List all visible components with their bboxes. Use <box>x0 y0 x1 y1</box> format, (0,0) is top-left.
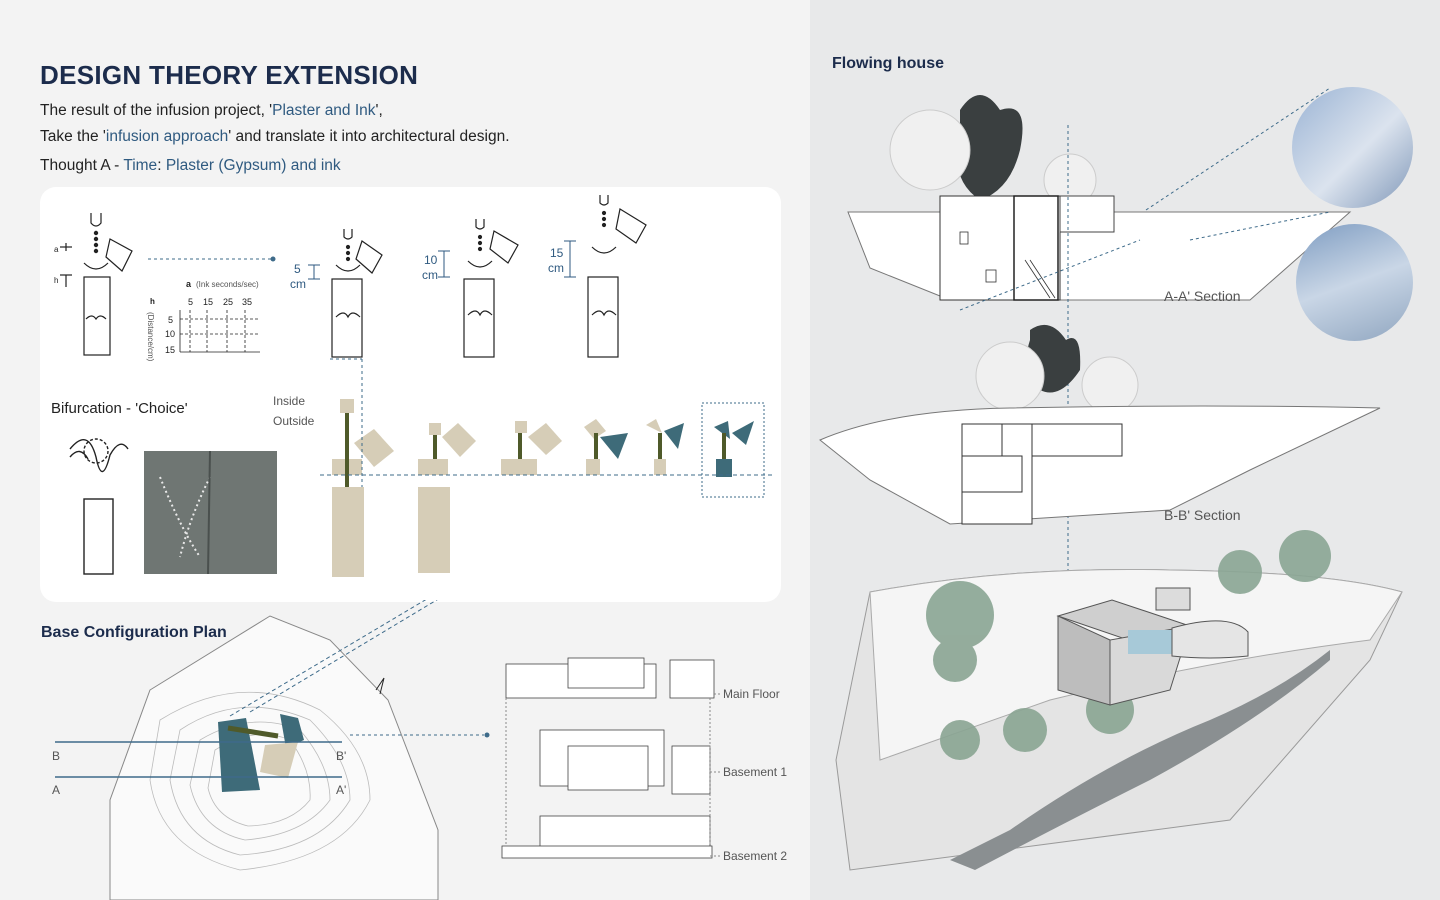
ink-traces <box>159 476 211 558</box>
north-arrow-icon <box>375 677 385 695</box>
building-plan <box>218 718 260 792</box>
intro-line-3: Thought A - Time: Plaster (Gypsum) and i… <box>40 157 341 175</box>
flowing-house-title: Flowing house <box>832 55 944 72</box>
label-a: a <box>54 245 59 254</box>
bifurcation-sketch <box>69 438 129 575</box>
step-value: 15 <box>550 246 564 260</box>
right-panel: Flowing house A-A' Section <box>810 0 1440 900</box>
site-model <box>835 530 1403 871</box>
table-row: 15 <box>165 345 175 355</box>
intro-text: Thought A - <box>40 157 124 174</box>
step-value: 5 <box>294 262 301 276</box>
section-b-label: B-B' Section <box>1164 507 1241 523</box>
connector-dot <box>270 256 276 262</box>
step-unit: cm <box>422 268 438 282</box>
section-a-label: A-A' Section <box>1164 288 1241 304</box>
section-a <box>847 95 1352 301</box>
exploded-axon: Main Floor Basement 1 Basement 2 <box>501 657 787 863</box>
highlight-gypsum: Plaster (Gypsum) and ink <box>165 157 341 174</box>
section-label: B <box>52 749 60 763</box>
section-label: A' <box>336 783 346 797</box>
step-unit: cm <box>548 261 564 275</box>
mass-evolution <box>332 399 754 577</box>
step-dimensions <box>308 240 576 280</box>
section-lines <box>55 741 342 778</box>
highlight-time: Time <box>123 157 158 174</box>
intro-text: ', <box>375 102 383 119</box>
step-value: 10 <box>424 253 438 267</box>
experiment-diagram: a h a (Ink seconds/sec) 5 15 25 35 h 5 1… <box>51 195 772 577</box>
level-label: Basement 1 <box>723 765 787 779</box>
plan-title: Base Configuration Plan <box>41 624 227 641</box>
interior-view-2 <box>1296 224 1413 341</box>
table-header-a: a <box>186 279 192 289</box>
section-b <box>819 324 1381 525</box>
table-row-header: h <box>150 297 155 306</box>
basement-2-block <box>501 815 713 859</box>
table-header-note: (Ink seconds/sec) <box>196 280 259 289</box>
inside-label: Inside <box>273 394 305 408</box>
table-row: 5 <box>168 315 173 325</box>
interior-view-1 <box>1292 87 1413 208</box>
level-labels: Main Floor Basement 1 Basement 2 <box>723 687 787 863</box>
plan-drawing: B B' A A' <box>52 600 490 900</box>
table-row: 10 <box>165 329 175 339</box>
intro-text: Take the ' <box>40 128 106 145</box>
table-grid <box>179 310 260 353</box>
table-col: 15 <box>203 297 213 307</box>
intro-text: : <box>157 157 166 174</box>
perspective-house <box>1056 587 1249 706</box>
level-label: Main Floor <box>723 687 780 701</box>
outside-label: Outside <box>273 414 315 428</box>
apparatus-base <box>60 213 133 356</box>
table-rows: 5 10 15 <box>165 315 175 355</box>
table-col: 5 <box>188 297 193 307</box>
left-panel: DESIGN THEORY EXTENSION The result of th… <box>40 60 788 900</box>
intro-line-1: The result of the infusion project, 'Pla… <box>40 102 383 120</box>
bifurcation-title: Bifurcation - 'Choice' <box>51 400 188 417</box>
level-label: Basement 2 <box>723 849 787 863</box>
highlight-plaster-ink: Plaster and Ink <box>272 102 376 119</box>
intro-line-2: Take the 'infusion approach' and transla… <box>40 128 510 146</box>
label-h: h <box>54 276 58 285</box>
section-marks: B B' A A' <box>52 749 346 797</box>
section-label: A <box>52 783 60 797</box>
table-cols: 5 15 25 35 <box>188 297 252 307</box>
apparatus-steps <box>331 195 647 358</box>
highlight-infusion: infusion approach <box>105 128 229 145</box>
flowing-house-drawing: A-A' Section B-B' Section <box>819 87 1403 871</box>
highlight-box <box>701 402 765 498</box>
axon-dashes <box>505 693 722 857</box>
path-river <box>950 650 1330 870</box>
intro-text: The result of the infusion project, ' <box>40 102 273 119</box>
step-unit: cm <box>290 277 306 291</box>
page-title: DESIGN THEORY EXTENSION <box>40 60 419 90</box>
intro-text: ' and translate it into architectural de… <box>228 128 510 145</box>
basement-1-block <box>539 729 711 795</box>
table-side-label: (Distance/cm) <box>146 312 155 362</box>
table-col: 35 <box>242 297 252 307</box>
step-labels: 5 cm 10 cm 15 cm <box>290 246 564 291</box>
main-floor-block <box>505 657 715 699</box>
section-label: B' <box>336 749 346 763</box>
table-col: 25 <box>223 297 233 307</box>
